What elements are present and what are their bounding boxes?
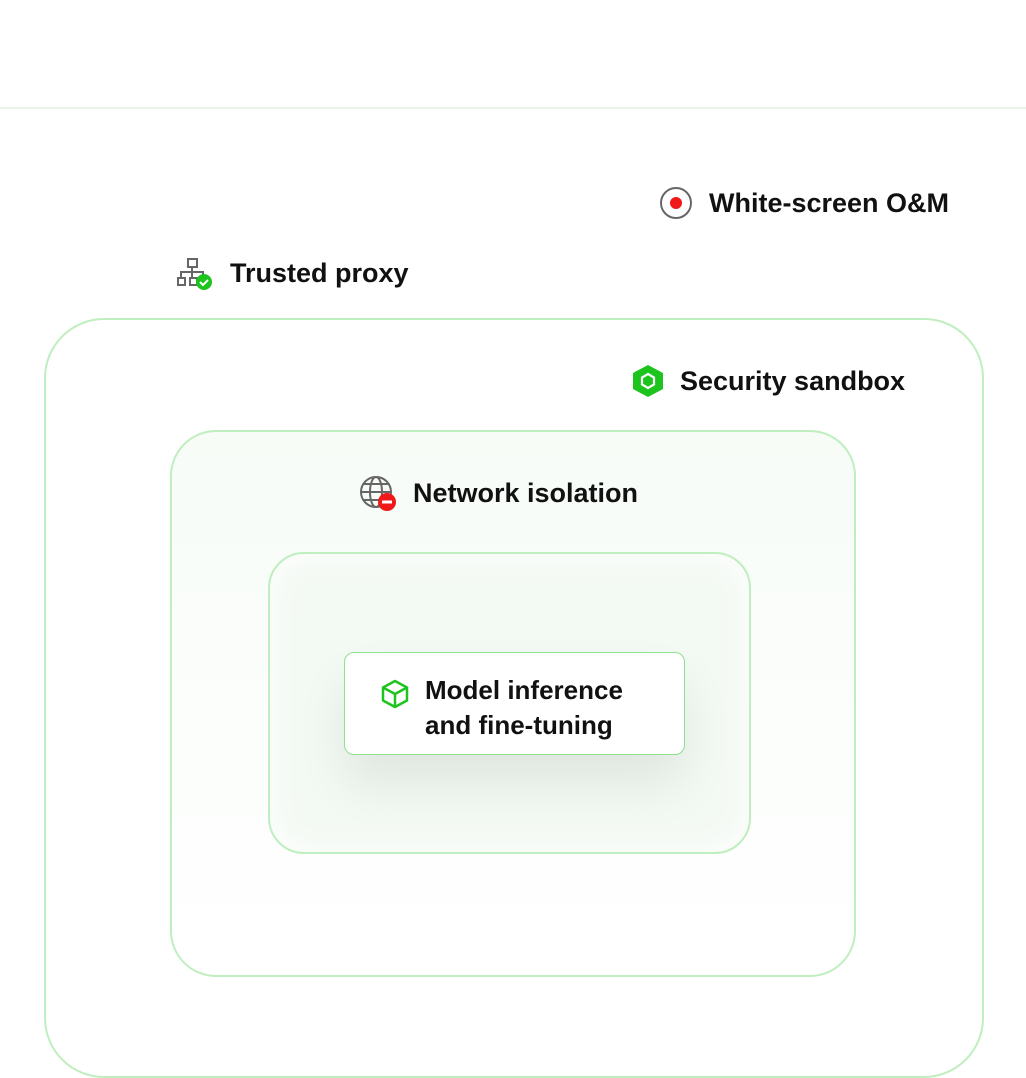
security-sandbox-label: Security sandbox [632,364,905,398]
model-text-line2: and fine-tuning [425,710,613,740]
white-screen-text: White-screen O&M [709,187,950,218]
trusted-proxy-text: Trusted proxy [230,257,409,288]
network-check-icon [176,256,214,290]
model-card: Model inference and fine-tuning [344,652,685,755]
network-isolation-label: Network isolation [359,475,638,511]
cube-icon [381,679,409,743]
security-sandbox-text: Security sandbox [680,365,906,396]
record-icon [659,186,693,220]
model-text-line1: Model inference [425,675,623,705]
white-screen-label: White-screen O&M [659,186,949,220]
trusted-proxy-label: Trusted proxy [176,256,409,290]
hexagon-icon [632,364,664,398]
divider [0,107,1026,109]
network-isolation-text: Network isolation [413,477,639,508]
globe-blocked-icon [359,475,397,511]
